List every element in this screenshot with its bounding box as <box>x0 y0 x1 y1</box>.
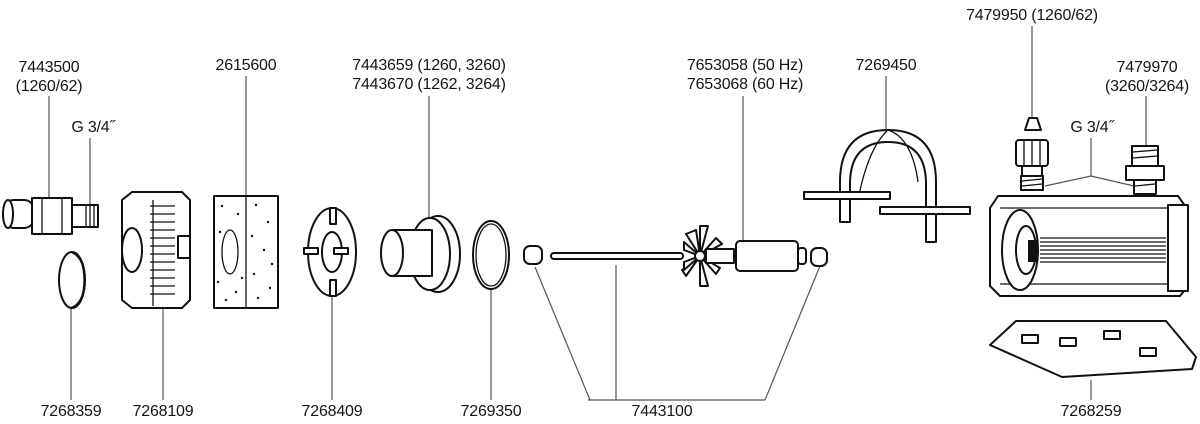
base-plate-icon <box>989 320 1197 378</box>
part-number: 7443500 <box>18 59 80 76</box>
part-number: 7479970 <box>1116 59 1178 76</box>
part-label-7479970: 7479970 (3260/3264) <box>1105 58 1189 96</box>
part-label-7269350: 7269350 <box>460 403 522 420</box>
shaft-and-bearings-icon <box>523 245 828 267</box>
pump-motor-body-icon <box>989 195 1189 297</box>
part-label-7443100: 7443100 <box>631 403 693 420</box>
part-label-2615600: 2615600 <box>215 57 277 74</box>
part-number-alt: 7653068 (60 Hz) <box>686 76 804 93</box>
part-label-7479950: 7479950 (1260/62) <box>966 7 1098 24</box>
hose-connector-icon <box>2 197 99 235</box>
part-number-alt: 7443670 (1262, 3264) <box>352 76 506 93</box>
part-note: (1260/62) <box>15 78 83 95</box>
part-label-7443500: 7443500 (1260/62) <box>16 58 83 96</box>
impeller-cover-ring-icon <box>303 207 357 297</box>
part-label-7653058: 7653058 (50 Hz) 7653068 (60 Hz) <box>687 56 803 94</box>
o-ring-icon <box>472 220 510 290</box>
part-number: 7443659 (1260, 3260) <box>352 57 506 74</box>
part-label-7268359: 7268359 <box>40 403 102 420</box>
part-number: 7653058 (50 Hz) <box>686 57 804 74</box>
mounting-bracket-icon <box>803 129 971 243</box>
impeller-rotor-icon <box>681 225 807 287</box>
part-label-7268259: 7268259 <box>1060 403 1122 420</box>
threaded-adapter-icon <box>1125 145 1165 195</box>
outlet-nozzle-icon <box>1015 117 1049 191</box>
filter-sponge-icon <box>213 195 279 309</box>
thread-label-left: G 3/4˝ <box>71 119 115 136</box>
part-label-7443659: 7443659 (1260, 3260) 7443670 (1262, 3264… <box>352 56 506 94</box>
leader-lines <box>48 26 1147 401</box>
thread-label-right: G 3/4˝ <box>1070 119 1114 136</box>
filter-housing-icon <box>121 191 191 309</box>
cap-disc-icon <box>58 251 86 309</box>
part-label-7268409: 7268409 <box>301 403 363 420</box>
impeller-cover-icon <box>380 215 461 293</box>
part-label-7268109: 7268109 <box>132 403 194 420</box>
part-note: (3260/3264) <box>1104 78 1190 95</box>
part-label-7269450: 7269450 <box>855 57 917 74</box>
